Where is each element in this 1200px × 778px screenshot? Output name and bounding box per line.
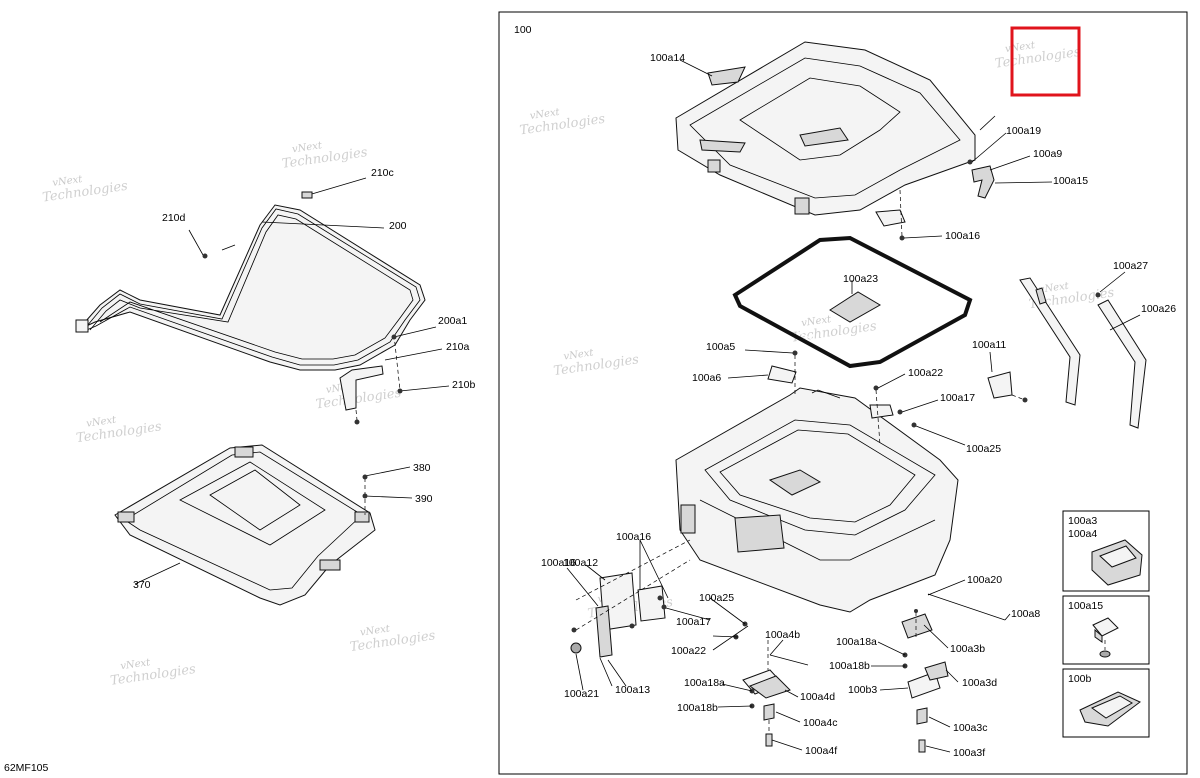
inset-100b [1062,668,1150,738]
callout-100a18a-left: 100a18a [684,677,725,689]
assembly-frame [498,11,1188,775]
inset-label-100a4: 100a4 [1068,528,1097,540]
rail-hardware [188,177,450,425]
watermark-vnext: vNext [291,140,323,155]
callout-210c: 210c [371,167,394,179]
callout-370: 370 [133,579,151,591]
inset-label-100a3: 100a3 [1068,515,1097,527]
callout-100a16-top: 100a16 [945,230,980,242]
callout-100a17-top: 100a17 [940,392,975,404]
callout-100a14: 100a14 [650,52,685,64]
callout-100a18b-right: 100a18b [829,660,870,672]
inset-label-100a15: 100a15 [1068,600,1103,612]
callout-100a23: 100a23 [843,273,878,285]
box-body [675,387,959,613]
watermark-vnext: vNext [52,174,84,189]
watermark-vnext: vNext [801,314,833,329]
callout-100a5: 100a5 [706,341,735,353]
callout-100a18b-left: 100a18b [677,702,718,714]
callout-100a4b: 100a4b [765,629,800,641]
callout-100a3b: 100a3b [950,643,985,655]
callout-390: 390 [415,493,433,505]
bottom-latch-center [717,639,809,751]
callout-200a1: 200a1 [438,315,467,327]
callout-100a11: 100a11 [972,339,1006,351]
callout-100a8: 100a8 [1011,608,1040,620]
callout-labels: 210c 210d 200 200a1 210a 210b 380 390 37… [133,52,1176,759]
callout-100a27: 100a27 [1113,260,1148,272]
diagram-code: 62MF105 [4,762,49,774]
lid-seal [732,235,973,369]
callout-100a6: 100a6 [692,372,721,384]
callout-210d: 210d [162,212,186,224]
callout-210a: 210a [446,341,470,353]
body-hardware-top [727,349,1028,446]
callout-100a4c: 100a4c [803,717,837,729]
callout-100a18a-right: 100a18a [836,636,877,648]
inset-100a3-100a4 [1062,510,1150,592]
callout-100a12: 100a12 [563,557,598,569]
highlight-box [1010,26,1081,97]
callout-100a16-mid: 100a16 [616,531,651,543]
callout-100a9: 100a9 [1033,148,1062,160]
callout-100a16-left: 100a16 [541,557,576,569]
inset-label-100b: 100b [1068,673,1092,685]
inset-100a15 [1062,595,1150,665]
straps [1019,271,1147,429]
callout-100a3d: 100a3d [962,677,997,689]
callout-100a17-mid: 100a17 [676,616,711,628]
callout-100a15: 100a15 [1053,175,1088,187]
watermark-vnext: vNext [86,414,118,429]
bottom-latch-right [871,579,1011,753]
watermark-layer: vNext Technologies vNext Technologies vN… [41,40,1149,689]
watermark-vnext: vNext [359,623,391,638]
side-latch-assembly [566,539,749,691]
rail-part-200 [75,204,426,411]
callout-100a25-mid: 100a25 [699,592,734,604]
watermark-vnext: vNext [563,347,595,362]
callout-100a4d: 100a4d [800,691,835,703]
box-lid [675,41,976,216]
watermark-vnext: vNext [120,657,152,672]
callout-100a19: 100a19 [1006,125,1041,137]
callout-100a22-mid: 100a22 [671,645,706,657]
assembly-label: 100 [514,24,532,36]
callout-210b: 210b [452,379,476,391]
callout-100a25-top: 100a25 [966,443,1001,455]
watermark-vnext: vNext [529,107,561,122]
base-plate-370 [114,444,413,606]
callout-100a3f: 100a3f [953,747,985,759]
watermark-vnext: vNext [1038,281,1070,296]
callout-100a20: 100a20 [967,574,1002,586]
callout-100a26: 100a26 [1141,303,1176,315]
callout-100a22-top: 100a22 [908,367,943,379]
callout-100a21: 100a21 [564,688,599,700]
callout-100a3c: 100a3c [953,722,987,734]
callout-100b3: 100b3 [848,684,877,696]
callout-200: 200 [389,220,407,232]
callout-380: 380 [413,462,431,474]
lid-hardware [875,115,1053,241]
callout-100a13: 100a13 [615,684,650,696]
callout-100a4f: 100a4f [805,745,837,757]
